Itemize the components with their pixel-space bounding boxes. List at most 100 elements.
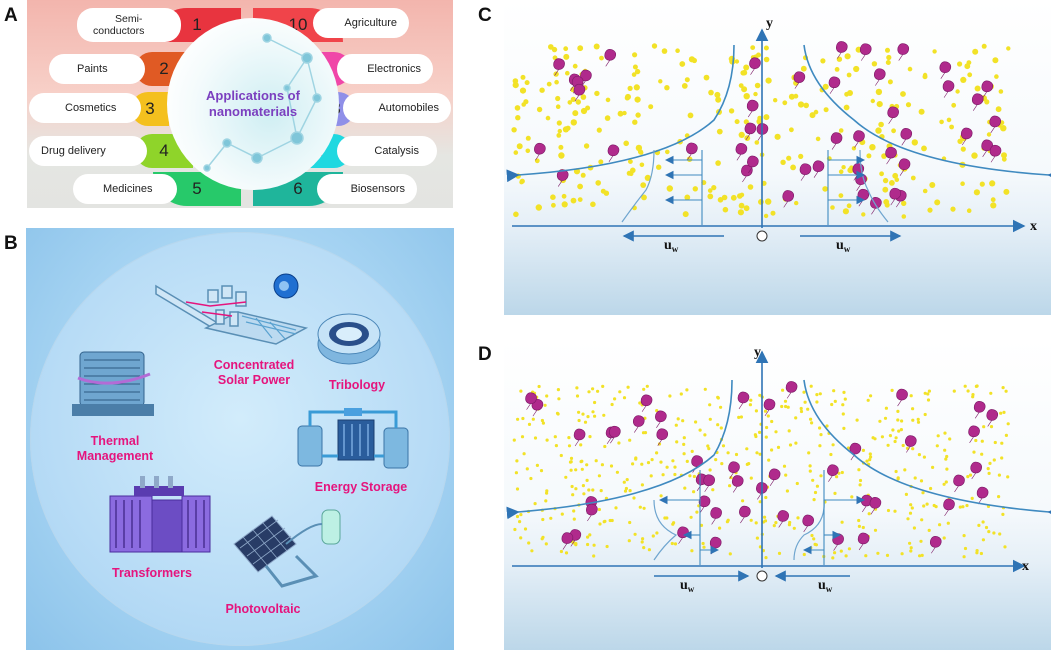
nanoparticle-dot (861, 525, 865, 530)
nanoparticle-dot (925, 502, 929, 506)
nanoparticle-dot (682, 436, 686, 440)
nanoparticle-dot (850, 495, 854, 499)
nanoparticle-dot (741, 69, 748, 76)
nanoparticle-dot (684, 77, 690, 83)
particle-layer (511, 41, 1011, 219)
nanoparticle-dot (869, 455, 873, 459)
nanoparticle-dot (815, 136, 821, 142)
pill-label: conductors (93, 25, 145, 37)
nanoparticle-dot (520, 435, 525, 439)
nanoparticle-dot (521, 416, 525, 421)
nanoparticle-dot (593, 414, 597, 418)
nanoparticle-dot (757, 115, 763, 121)
nanoparticle-dot (651, 43, 658, 49)
nanoparticle-dot (763, 409, 768, 413)
nanoparticle-dot (869, 394, 873, 398)
label-line: Management (76, 449, 154, 463)
nanoparticle-dot (842, 208, 849, 215)
microorganism-icon (573, 83, 586, 102)
nanoparticle-dot (743, 64, 750, 71)
nanoparticle-dot (639, 162, 645, 168)
nanoparticle-dot (932, 503, 936, 508)
nanoparticle-dot (640, 462, 644, 466)
nanoparticle-dot (774, 430, 778, 434)
nanoparticle-dot (555, 411, 560, 415)
nanoparticle-dot (758, 430, 762, 434)
nanoparticle-dot (913, 476, 917, 480)
nanoparticle-dot (580, 172, 586, 178)
nanoparticle-dot (588, 435, 592, 439)
nanoparticle-dot (708, 417, 712, 421)
nanoparticle-dot (822, 83, 829, 90)
nanoparticle-dot (672, 521, 676, 525)
nanoparticle-dot (586, 542, 590, 547)
nanoparticle-dot (842, 426, 846, 430)
nanoparticle-dot (572, 517, 576, 521)
center-title-line2: nanomaterials (208, 104, 298, 119)
nanoparticle-dot (846, 203, 852, 209)
nanoparticle-dot (626, 385, 630, 389)
nanoparticle-dot (994, 74, 999, 79)
nanoparticle-dot (558, 152, 565, 159)
nanoparticle-dot (809, 417, 813, 421)
nanoparticle-dot (800, 65, 807, 72)
nanoparticle-dot (974, 438, 978, 443)
nanoparticle-dot (998, 89, 1004, 94)
microorganism-icon (857, 188, 870, 207)
nanoparticle-dot (570, 119, 577, 126)
nanoparticle-dot (574, 468, 578, 472)
label-line: Concentrated (213, 358, 295, 372)
nanoparticle-dot (683, 486, 687, 490)
nanoparticle-dot (966, 208, 972, 213)
segment-number: 1 (192, 15, 202, 34)
nanoparticle-dot (583, 420, 588, 424)
nanoparticle-dot (512, 82, 519, 89)
nanoparticle-dot (831, 556, 835, 560)
nanoparticle-dot (553, 71, 559, 77)
nanoparticle-dot (689, 515, 693, 519)
nanoparticle-dot (679, 392, 683, 396)
nanoparticle-dot (876, 551, 880, 555)
nanoparticle-dot (987, 471, 991, 475)
nanoparticle-dot (588, 533, 592, 537)
nanoparticle-dot (794, 441, 798, 445)
nanoparticle-dot (721, 444, 726, 448)
panel-c-letter: C (478, 5, 492, 26)
nanoparticle-dot (764, 435, 768, 439)
nanoparticle-dot (1004, 389, 1008, 393)
nanoparticle-dot (792, 526, 796, 530)
nanoparticle-dot (763, 515, 767, 519)
nanoparticle-dot (960, 181, 965, 186)
nanoparticle-dot (834, 67, 840, 72)
microorganism-icon (960, 127, 973, 146)
nanoparticle-dot (815, 393, 819, 397)
nanoparticle-dot (666, 185, 673, 192)
nanoparticle-dot (818, 426, 822, 430)
solar-power-plant-icon (155, 273, 309, 345)
nanoparticle-dot (774, 133, 781, 140)
nanoparticle-dot (730, 194, 737, 201)
nanoparticle-dot (885, 60, 891, 65)
nanoparticle-dot (984, 525, 989, 530)
nanoparticle-dot (521, 102, 526, 107)
nanoparticle-dot (545, 438, 549, 442)
nanoparticle-dot (716, 423, 720, 427)
nanoparticle-dot (810, 533, 814, 538)
pill-label: Electronics (367, 63, 421, 75)
nanoparticle-dot (664, 85, 670, 91)
microorganism-icon (971, 93, 984, 111)
nanoparticle-dot (950, 206, 956, 212)
nanoparticle-dot (942, 536, 946, 540)
nanoparticle-dot (971, 393, 975, 397)
nanoparticle-dot (911, 407, 915, 411)
nanoparticle-dot (794, 200, 799, 206)
nanoparticle-dot (795, 481, 799, 486)
nanoparticle-dot (875, 127, 882, 134)
nanoparticle-dot (838, 193, 844, 199)
microorganism-icon (970, 461, 982, 480)
microorganism-icon (746, 99, 759, 118)
pill-label: Semi- (115, 13, 143, 25)
nanoparticle-dot (539, 87, 545, 93)
nanoparticle-dot (687, 112, 694, 119)
microorganism-icon (853, 130, 865, 148)
